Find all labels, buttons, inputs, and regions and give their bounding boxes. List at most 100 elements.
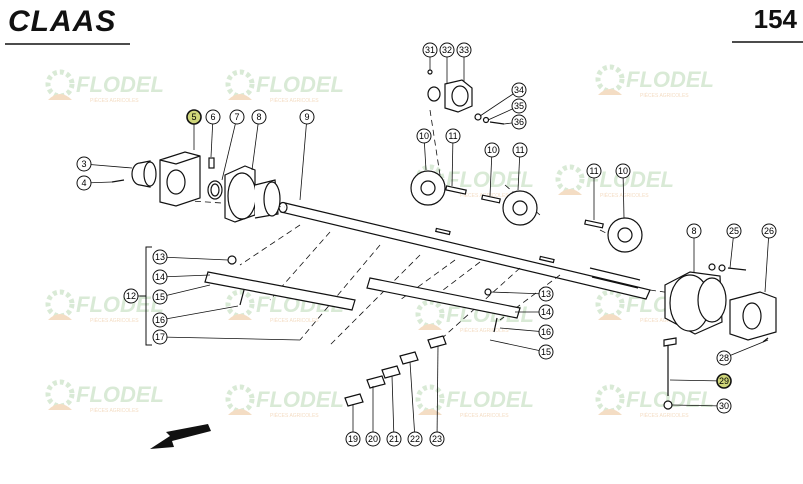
watermark-sun-icon	[48, 404, 72, 410]
watermark-sun-icon	[558, 189, 582, 195]
callout-circle	[538, 344, 554, 360]
callout-34: 34	[511, 82, 527, 98]
callout-leader-16	[499, 327, 547, 333]
watermark-tagline: PIÈCES AGRICOLES	[640, 92, 689, 99]
callout-10: 10	[416, 128, 432, 144]
callout-leader-17	[159, 336, 301, 341]
callout-circle	[726, 223, 742, 239]
callout-circle	[229, 109, 245, 125]
callout-circle	[511, 82, 527, 98]
callout-4: 4	[76, 175, 92, 191]
callout-14: 14	[152, 269, 168, 285]
callout-label: 12	[126, 291, 136, 301]
callout-label: 30	[719, 401, 729, 411]
callout-leader-11	[451, 135, 454, 187]
callout-leader-16	[159, 305, 239, 321]
callout-label: 19	[348, 434, 358, 444]
callout-16: 16	[538, 324, 554, 340]
callout-label: 13	[541, 289, 551, 299]
callout-circle	[299, 109, 315, 125]
callout-11: 11	[512, 142, 528, 158]
callout-circle	[251, 109, 267, 125]
right-bearing-assembly	[663, 263, 777, 410]
callout-circle	[538, 304, 554, 320]
callout-30: 30	[716, 398, 732, 414]
watermark-gear-icon	[415, 384, 445, 414]
callout-29: 29	[716, 373, 732, 389]
watermark-name: FLODEL	[76, 382, 164, 407]
watermark-sun-icon	[418, 409, 442, 415]
brand-logo: CLAAS	[8, 5, 116, 38]
callout-circle	[615, 163, 631, 179]
watermark-name: FLODEL	[76, 72, 164, 97]
callout-label: 11	[448, 131, 457, 141]
callout-leader-3	[83, 163, 133, 169]
callout-11: 11	[445, 128, 461, 144]
watermark-sun-icon	[598, 314, 622, 320]
callout-label: 25	[729, 226, 739, 236]
callout-circle	[152, 289, 168, 305]
callout-label: 28	[719, 353, 729, 363]
callout-7: 7	[229, 109, 245, 125]
watermark-gear-icon	[45, 69, 75, 99]
callout-circle	[761, 223, 777, 239]
callout-21: 21	[386, 431, 402, 447]
watermark-name: FLODEL	[256, 72, 344, 97]
watermark-tagline: PIÈCES AGRICOLES	[640, 412, 689, 419]
callout-circle	[152, 312, 168, 328]
callout-circle	[484, 142, 500, 158]
callout-label: 8	[691, 226, 696, 236]
callout-circle	[152, 269, 168, 285]
callout-label: 14	[155, 272, 165, 282]
callout-leader-7	[221, 116, 238, 181]
callout-circle	[538, 324, 554, 340]
callout-label: 34	[514, 85, 524, 95]
watermark-tagline: PIÈCES AGRICOLES	[270, 412, 319, 419]
callout-label: 6	[210, 112, 215, 122]
callout-circle	[586, 163, 602, 179]
callout-leader-13	[489, 291, 547, 295]
callout-10: 10	[615, 163, 631, 179]
callout-circle	[152, 329, 168, 345]
watermark-tagline: PIÈCES AGRICOLES	[90, 97, 139, 104]
watermark-gear-icon	[225, 69, 255, 99]
callout-circle	[386, 431, 402, 447]
watermark-gear-icon	[225, 289, 255, 319]
callout-8: 8	[686, 223, 702, 239]
callout-circle	[716, 373, 732, 389]
watermark-sun-icon	[228, 94, 252, 100]
callout-circle	[416, 128, 432, 144]
callout-label: 10	[618, 166, 628, 176]
watermark-sun-icon	[48, 314, 72, 320]
callout-14: 14	[538, 304, 554, 320]
callout-label: 36	[514, 117, 524, 127]
watermark-gear-icon	[415, 299, 445, 329]
callout-label: 16	[541, 327, 551, 337]
callout-circle	[345, 431, 361, 447]
callout-circle	[511, 98, 527, 114]
callout-circle	[123, 288, 139, 304]
callout-23: 23	[429, 431, 445, 447]
callout-leader-23	[436, 345, 439, 440]
callout-leader-14	[159, 274, 211, 278]
callout-leader-28	[723, 339, 769, 359]
watermark-gear-icon	[595, 289, 625, 319]
watermark-tagline: PIÈCES AGRICOLES	[270, 97, 319, 104]
watermark-tagline: PIÈCES AGRICOLES	[600, 192, 649, 199]
callout-28: 28	[716, 350, 732, 366]
watermark-sun-icon	[48, 94, 72, 100]
watermark-gear-icon	[595, 64, 625, 94]
watermark-gear-icon	[45, 289, 75, 319]
callout-label: 14	[541, 307, 551, 317]
sprockets	[410, 170, 643, 253]
watermark-sun-icon	[598, 89, 622, 95]
callout-label: 10	[487, 145, 497, 155]
keys	[445, 185, 604, 229]
callout-circle	[429, 431, 445, 447]
